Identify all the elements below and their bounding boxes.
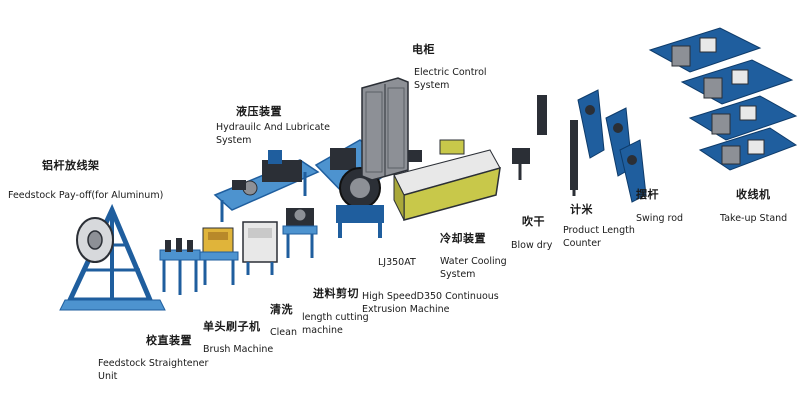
hydraulic-label-en: Hydrauilc And Lubricate System	[216, 122, 330, 146]
cutting-machine	[282, 208, 318, 258]
swing-label-cn: 摆杆	[636, 188, 659, 201]
cabinet-label-cn: 电柜	[412, 43, 435, 56]
brush-label-cn: 单头刷子机	[203, 320, 261, 333]
blow-label-en: Blow dry	[511, 240, 553, 251]
payoff-label-en: Feedstock Pay-off(for Aluminum)	[8, 190, 164, 201]
electric-cabinet	[361, 77, 409, 181]
length-counter	[537, 95, 578, 196]
clean-unit	[242, 221, 278, 275]
extrusion-model-label: LJ350AT	[378, 257, 416, 268]
cooling-label-cn: 冷却装置	[440, 232, 486, 245]
takeup-stands	[648, 27, 798, 171]
clean-label-cn: 清洗	[270, 303, 293, 316]
cutting-label-en: length cutting machine	[302, 312, 369, 336]
hydraulic-label-cn: 液压装置	[236, 105, 282, 118]
cutting-label-cn: 进料剪切	[313, 287, 359, 300]
blow-dry-unit	[512, 148, 530, 180]
counter-label-en: Product Length Counter	[563, 225, 635, 249]
extrusion-machine	[314, 139, 397, 238]
straightener-unit	[159, 238, 201, 295]
straightener-label-en: Feedstock Straightener Unit	[98, 358, 209, 382]
blow-label-cn: 吹干	[522, 215, 545, 228]
takeup-label-en: Take-up Stand	[720, 213, 788, 224]
payoff-stand	[59, 203, 166, 311]
counter-label-cn: 计米	[570, 203, 593, 216]
swing-label-en: Swing rod	[636, 213, 684, 224]
clean-label-en: Clean	[270, 327, 297, 338]
cabinet-label-en: Electric Control System	[414, 67, 487, 91]
cooling-tank	[393, 139, 501, 221]
brush-machine	[199, 227, 239, 285]
cooling-label-en: Water Cooling System	[440, 256, 507, 280]
straightener-label-cn: 校直装置	[146, 334, 192, 347]
payoff-label-cn: 铝杆放线架	[42, 159, 100, 172]
extrusion-label-en: High SpeedD350 Continuous Extrusion Mach…	[362, 291, 499, 315]
swing-rods	[577, 89, 647, 203]
takeup-label-cn: 收线机	[736, 188, 771, 201]
brush-label-en: Brush Machine	[203, 344, 274, 355]
hydraulic-system	[213, 150, 320, 222]
